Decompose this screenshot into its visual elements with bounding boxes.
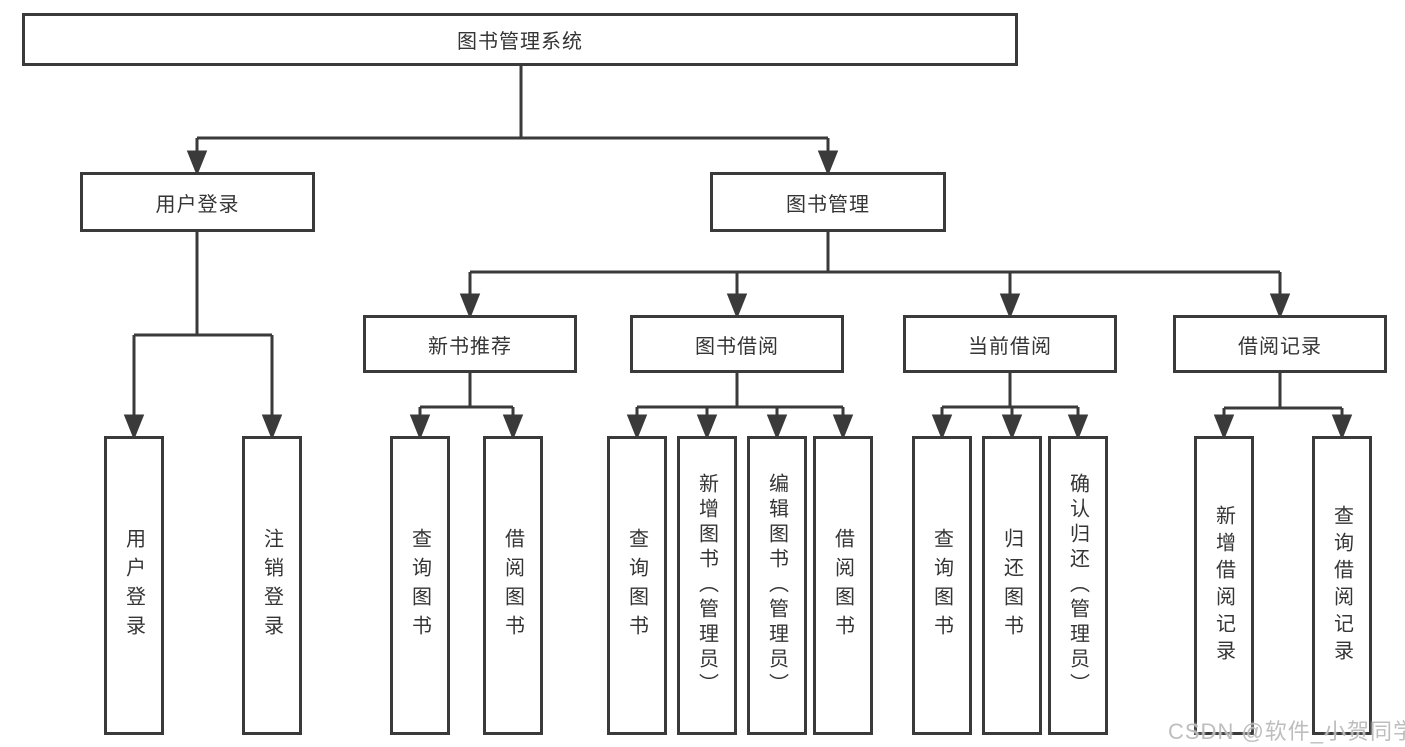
arrowhead-book-mgmt [817, 150, 839, 177]
leaf-logout-label: 注销登录 [260, 527, 283, 644]
leaf-add-book: 新增图书（管理员） [677, 436, 737, 735]
node-book-mgmt-label: 图书管理 [786, 193, 870, 216]
arrowhead-book-borrow [726, 293, 748, 320]
arrowhead-leaf-add-record [1213, 414, 1235, 441]
arrowhead-leaf-borrow-rec [502, 414, 524, 441]
arrowhead-leaf-query-borrow [626, 414, 648, 441]
leaf-borrow-book-rec-label: 借阅图书 [501, 527, 524, 644]
node-current-borrow: 当前借阅 [903, 315, 1117, 373]
node-borrow-records-label: 借阅记录 [1238, 335, 1322, 358]
arrowhead-borrow-records [1269, 293, 1291, 320]
leaf-add-record: 新增借阅记录 [1194, 436, 1254, 735]
node-new-book-rec-label: 新书推荐 [428, 335, 512, 358]
arrowhead-leaf-user-login [123, 414, 145, 441]
leaf-query-book-borrow-label: 查询图书 [625, 527, 648, 644]
connector-group [123, 66, 1353, 441]
arrowhead-leaf-query-rec [409, 414, 431, 441]
leaf-edit-book: 编辑图书（管理员） [747, 436, 807, 735]
node-root: 图书管理系统 [22, 13, 1018, 66]
node-user-login: 用户登录 [80, 172, 315, 232]
leaf-user-login-label: 用户登录 [122, 527, 145, 644]
node-book-borrow-label: 图书借阅 [695, 335, 779, 358]
leaf-confirm-return: 确认归还（管理员） [1048, 436, 1108, 735]
node-current-borrow-label: 当前借阅 [968, 335, 1052, 358]
arrowhead-leaf-query-current [931, 414, 953, 441]
leaf-return-book: 归还图书 [982, 436, 1042, 735]
leaf-return-book-label: 归还图书 [1000, 527, 1023, 644]
leaf-borrow-book-rec: 借阅图书 [483, 436, 543, 735]
leaf-add-record-label: 新增借阅记录 [1212, 504, 1235, 667]
arrowhead-leaf-query-record [1331, 414, 1353, 441]
leaf-edit-book-label: 编辑图书（管理员） [765, 473, 788, 698]
node-book-mgmt: 图书管理 [710, 172, 946, 232]
arrowhead-leaf-edit-book [766, 414, 788, 441]
leaf-user-login: 用户登录 [104, 436, 164, 735]
node-book-borrow: 图书借阅 [630, 315, 844, 373]
leaf-borrow-book-borrow: 借阅图书 [813, 436, 873, 735]
arrowhead-leaf-confirm-return [1067, 414, 1089, 441]
arrowhead-current-borrow [999, 293, 1021, 320]
node-root-label: 图书管理系统 [457, 31, 583, 53]
leaf-query-book-borrow: 查询图书 [607, 436, 667, 735]
arrowhead-leaf-return-book [1001, 414, 1023, 441]
leaf-logout: 注销登录 [242, 436, 302, 735]
leaf-query-book-current-label: 查询图书 [930, 527, 953, 644]
leaf-query-book-current: 查询图书 [912, 436, 972, 735]
arrowhead-leaf-logout [261, 414, 283, 441]
leaf-query-book-rec: 查询图书 [390, 436, 450, 735]
leaf-query-book-rec-label: 查询图书 [408, 527, 431, 644]
arrowhead-leaf-add-book [696, 414, 718, 441]
leaf-confirm-return-label: 确认归还（管理员） [1066, 473, 1089, 698]
arrowhead-new-book-rec [459, 293, 481, 320]
arrowhead-leaf-borrow-borrow [832, 414, 854, 441]
csdn-watermark: CSDN @软件_小贺同学 [1168, 719, 1405, 744]
leaf-add-book-label: 新增图书（管理员） [695, 473, 718, 698]
leaf-borrow-book-borrow-label: 借阅图书 [831, 527, 854, 644]
node-user-login-label: 用户登录 [155, 193, 240, 216]
leaf-query-record: 查询借阅记录 [1312, 436, 1372, 735]
leaf-query-record-label: 查询借阅记录 [1330, 504, 1353, 667]
node-new-book-rec: 新书推荐 [363, 315, 577, 373]
arrowhead-user-login [186, 150, 208, 177]
node-borrow-records: 借阅记录 [1173, 315, 1387, 373]
